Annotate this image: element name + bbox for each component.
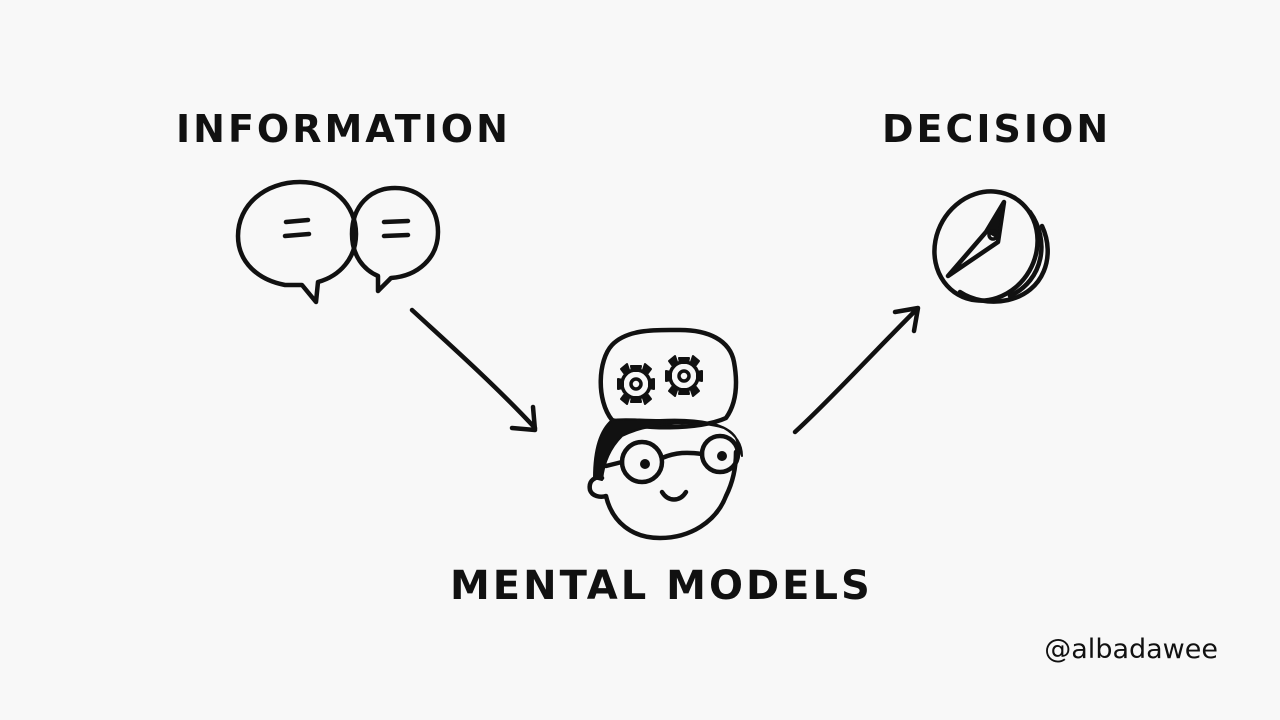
mental-models-label: MENTAL MODELS: [450, 566, 873, 606]
arrow-mental-models-to-decision: [795, 308, 918, 432]
information-label: INFORMATION: [176, 110, 511, 148]
compass-icon: [915, 173, 1058, 320]
speech-bubbles-icon: [238, 182, 438, 302]
head-with-gears-icon: [590, 330, 742, 538]
arrow-information-to-mental-models: [412, 310, 535, 430]
decision-label: DECISION: [882, 110, 1111, 148]
author-handle: @albadawee: [1044, 636, 1218, 663]
